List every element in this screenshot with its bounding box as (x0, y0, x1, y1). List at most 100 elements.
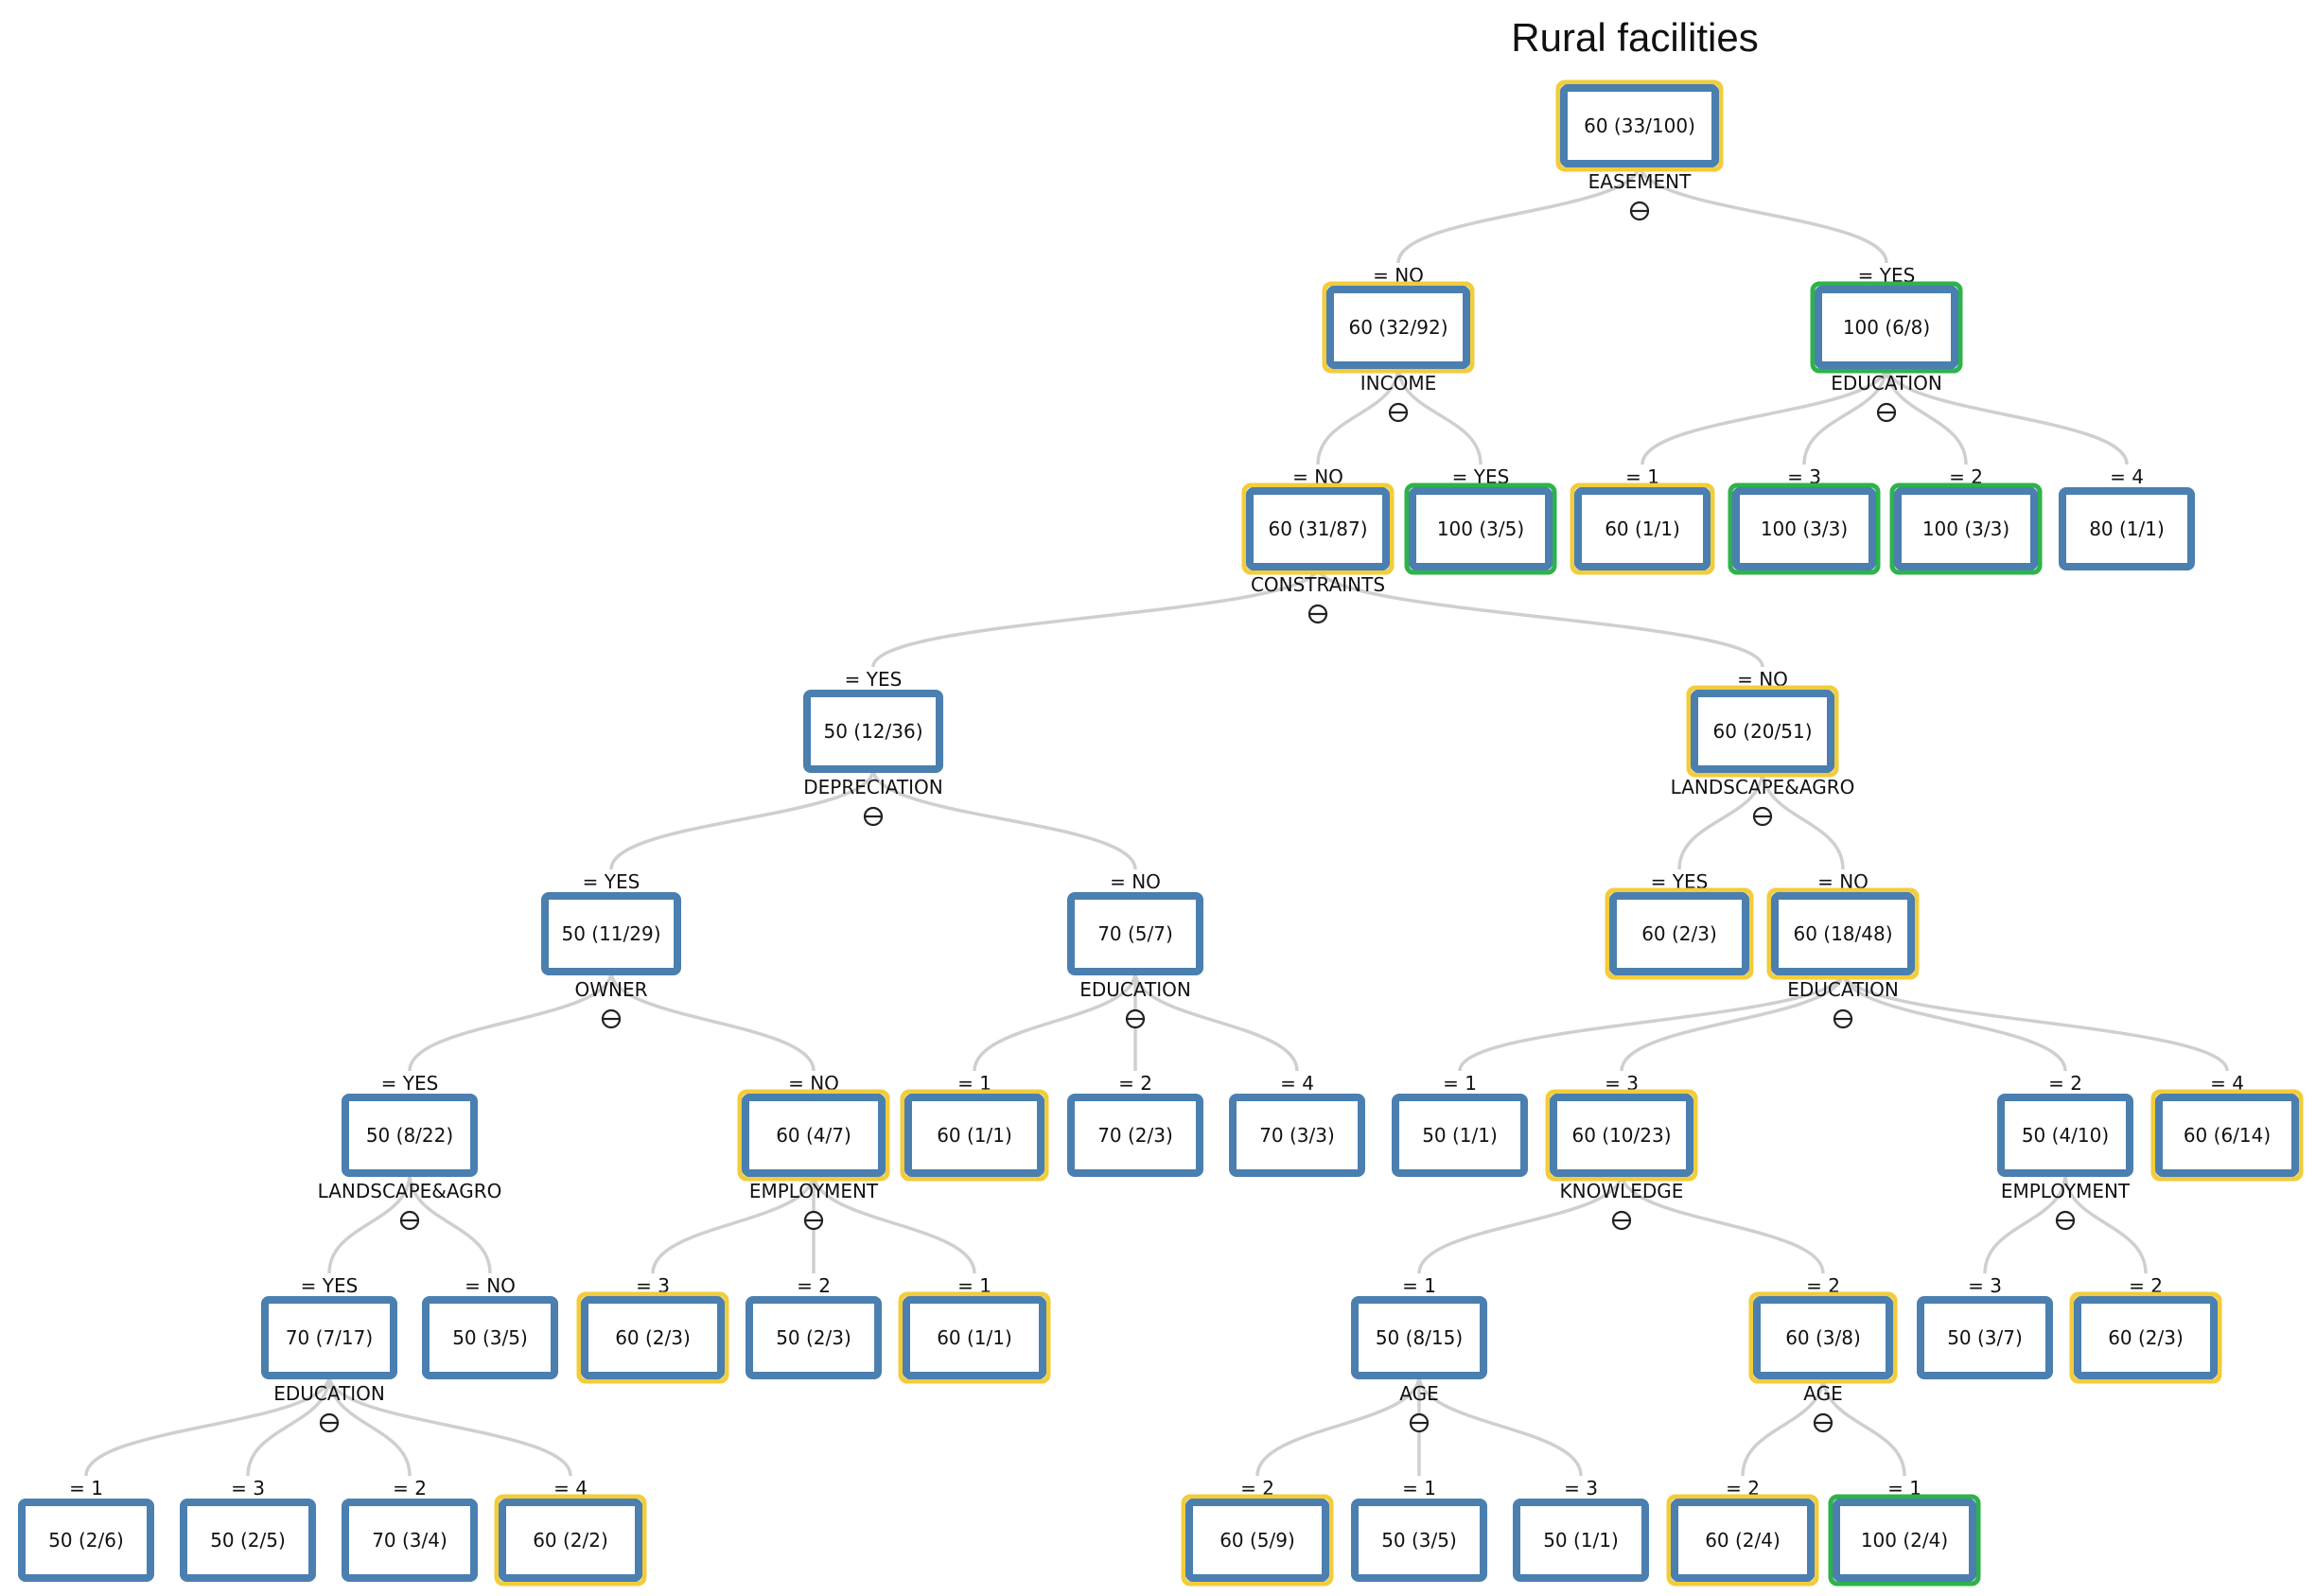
tree-node: 60 (10/23)KNOWLEDGE (1545, 1089, 1698, 1231)
node-highlight-outline (1322, 281, 1475, 374)
collapse-icon[interactable] (399, 1210, 420, 1231)
node-box (1067, 892, 1203, 975)
node-box (422, 1296, 558, 1379)
node-highlight-outline (2150, 1089, 2304, 1182)
collapse-icon[interactable] (1813, 1412, 1834, 1433)
collapse-icon[interactable] (1629, 201, 1650, 221)
tree-node: 60 (5/9) (1181, 1494, 1334, 1587)
collapse-icon[interactable] (2055, 1210, 2076, 1231)
tree-node: 60 (2/3) (576, 1291, 729, 1384)
collapse-icon[interactable] (803, 1210, 824, 1231)
branch-label: = 4 (1280, 1072, 1314, 1095)
node-highlight-outline (1828, 1494, 1981, 1587)
node-highlight-outline (1748, 1291, 1898, 1384)
tree-edge (1316, 566, 1764, 668)
tree-node: 60 (1/1) (900, 1089, 1049, 1182)
node-value: 60 (10/23) (1571, 1124, 1671, 1147)
diagram-title: Rural facilities (1511, 15, 1758, 60)
tree-edge (1885, 364, 2129, 465)
tree-node: 50 (1/1) (1392, 1094, 1528, 1177)
node-highlight-outline (1810, 281, 1963, 374)
node-value: 100 (3/3) (1922, 517, 2009, 540)
branch-label: = 1 (1402, 1274, 1436, 1297)
node-value: 50 (11/29) (561, 922, 660, 945)
tree-edge (327, 1375, 412, 1477)
node-highlight-outline (494, 1494, 647, 1587)
collapse-icon[interactable] (319, 1412, 340, 1433)
node-value: 60 (1/1) (1605, 517, 1680, 540)
tree-edge (1802, 364, 1888, 465)
node-box (1229, 1094, 1365, 1177)
tree-node: 60 (33/100)EASEMENT (1555, 79, 1724, 221)
tree-edge (1316, 364, 1400, 465)
node-box (1609, 892, 1749, 975)
tree-edge (1983, 1172, 2067, 1274)
node-value: 50 (1/1) (1543, 1529, 1619, 1552)
collapse-icon[interactable] (1409, 1412, 1430, 1433)
node-box (1392, 1094, 1528, 1177)
tree-edge (1396, 364, 1483, 465)
tree-node: 60 (2/3) (1605, 887, 1754, 980)
collapse-icon[interactable] (1752, 806, 1773, 827)
node-value: 60 (1/1) (937, 1326, 1012, 1349)
node-box (499, 1499, 642, 1582)
node-box (1560, 84, 1719, 167)
collapse-icon[interactable] (1125, 1008, 1146, 1029)
tree-edge (1761, 768, 1845, 870)
node-box (581, 1296, 725, 1379)
collapse-icon[interactable] (1388, 402, 1409, 423)
node-highlight-outline (737, 1089, 890, 1182)
node-value: 50 (2/5) (210, 1529, 286, 1552)
tree-node: 50 (4/10)EMPLOYMENT (1997, 1094, 2133, 1231)
node-box (1815, 286, 1958, 369)
tree-node: 100 (3/5) (1404, 482, 1557, 575)
tree-edge (1885, 364, 1968, 465)
tree-edge (1417, 1172, 1623, 1274)
node-highlight-outline (1728, 482, 1881, 575)
collapse-icon[interactable] (601, 1008, 622, 1029)
split-attribute-label: CONSTRAINTS (1251, 573, 1385, 596)
collapse-icon[interactable] (863, 806, 884, 827)
node-value: 60 (31/87) (1268, 517, 1367, 540)
node-box (1894, 487, 2038, 570)
node-value: 60 (2/4) (1705, 1529, 1781, 1552)
split-attribute-label: EDUCATION (273, 1382, 385, 1405)
tree-node: 60 (2/2) (494, 1494, 647, 1587)
tree-edge (973, 971, 1137, 1072)
node-box (1574, 487, 1711, 570)
tree-node: 50 (3/5) (1351, 1499, 1487, 1582)
tree-node: 60 (6/14) (2150, 1089, 2304, 1182)
node-highlight-outline (1181, 1494, 1334, 1587)
split-attribute-label: EDUCATION (1079, 978, 1191, 1001)
tree-node: 60 (2/3) (2069, 1291, 2222, 1384)
node-box (1771, 892, 1915, 975)
branch-label: = 4 (2110, 465, 2144, 488)
branch-label: = 1 (69, 1477, 103, 1500)
node-value: 50 (3/5) (452, 1326, 528, 1349)
tree-edge (408, 1172, 492, 1274)
tree-node: 70 (2/3) (1067, 1094, 1203, 1177)
node-value: 60 (2/3) (2108, 1326, 2184, 1349)
tree-edge (1841, 971, 2067, 1072)
node-value: 60 (4/7) (776, 1124, 851, 1147)
tree-node: 70 (5/7)EDUCATION (1067, 892, 1203, 1029)
tree-edge (609, 971, 816, 1072)
tree-node: 50 (11/29)OWNER (541, 892, 681, 1029)
node-highlight-outline (1545, 1089, 1698, 1182)
collapse-icon[interactable] (1833, 1008, 1853, 1029)
tree-edge (84, 1375, 331, 1477)
node-box (1513, 1499, 1649, 1582)
tree-edge (1133, 971, 1299, 1072)
tree-node: 60 (32/92)INCOME (1322, 281, 1475, 423)
collapse-icon[interactable] (1876, 402, 1897, 423)
collapse-icon[interactable] (1611, 1210, 1632, 1231)
node-highlight-outline (1605, 887, 1754, 980)
tree-edge (1821, 1375, 1906, 1477)
edges-layer (84, 163, 2229, 1477)
collapse-icon[interactable] (1307, 604, 1328, 624)
node-value: 100 (3/3) (1761, 517, 1848, 540)
node-box (1732, 487, 1876, 570)
tree-edge (327, 1172, 412, 1274)
branch-label: = 3 (1564, 1477, 1598, 1500)
node-value: 60 (2/2) (533, 1529, 608, 1552)
